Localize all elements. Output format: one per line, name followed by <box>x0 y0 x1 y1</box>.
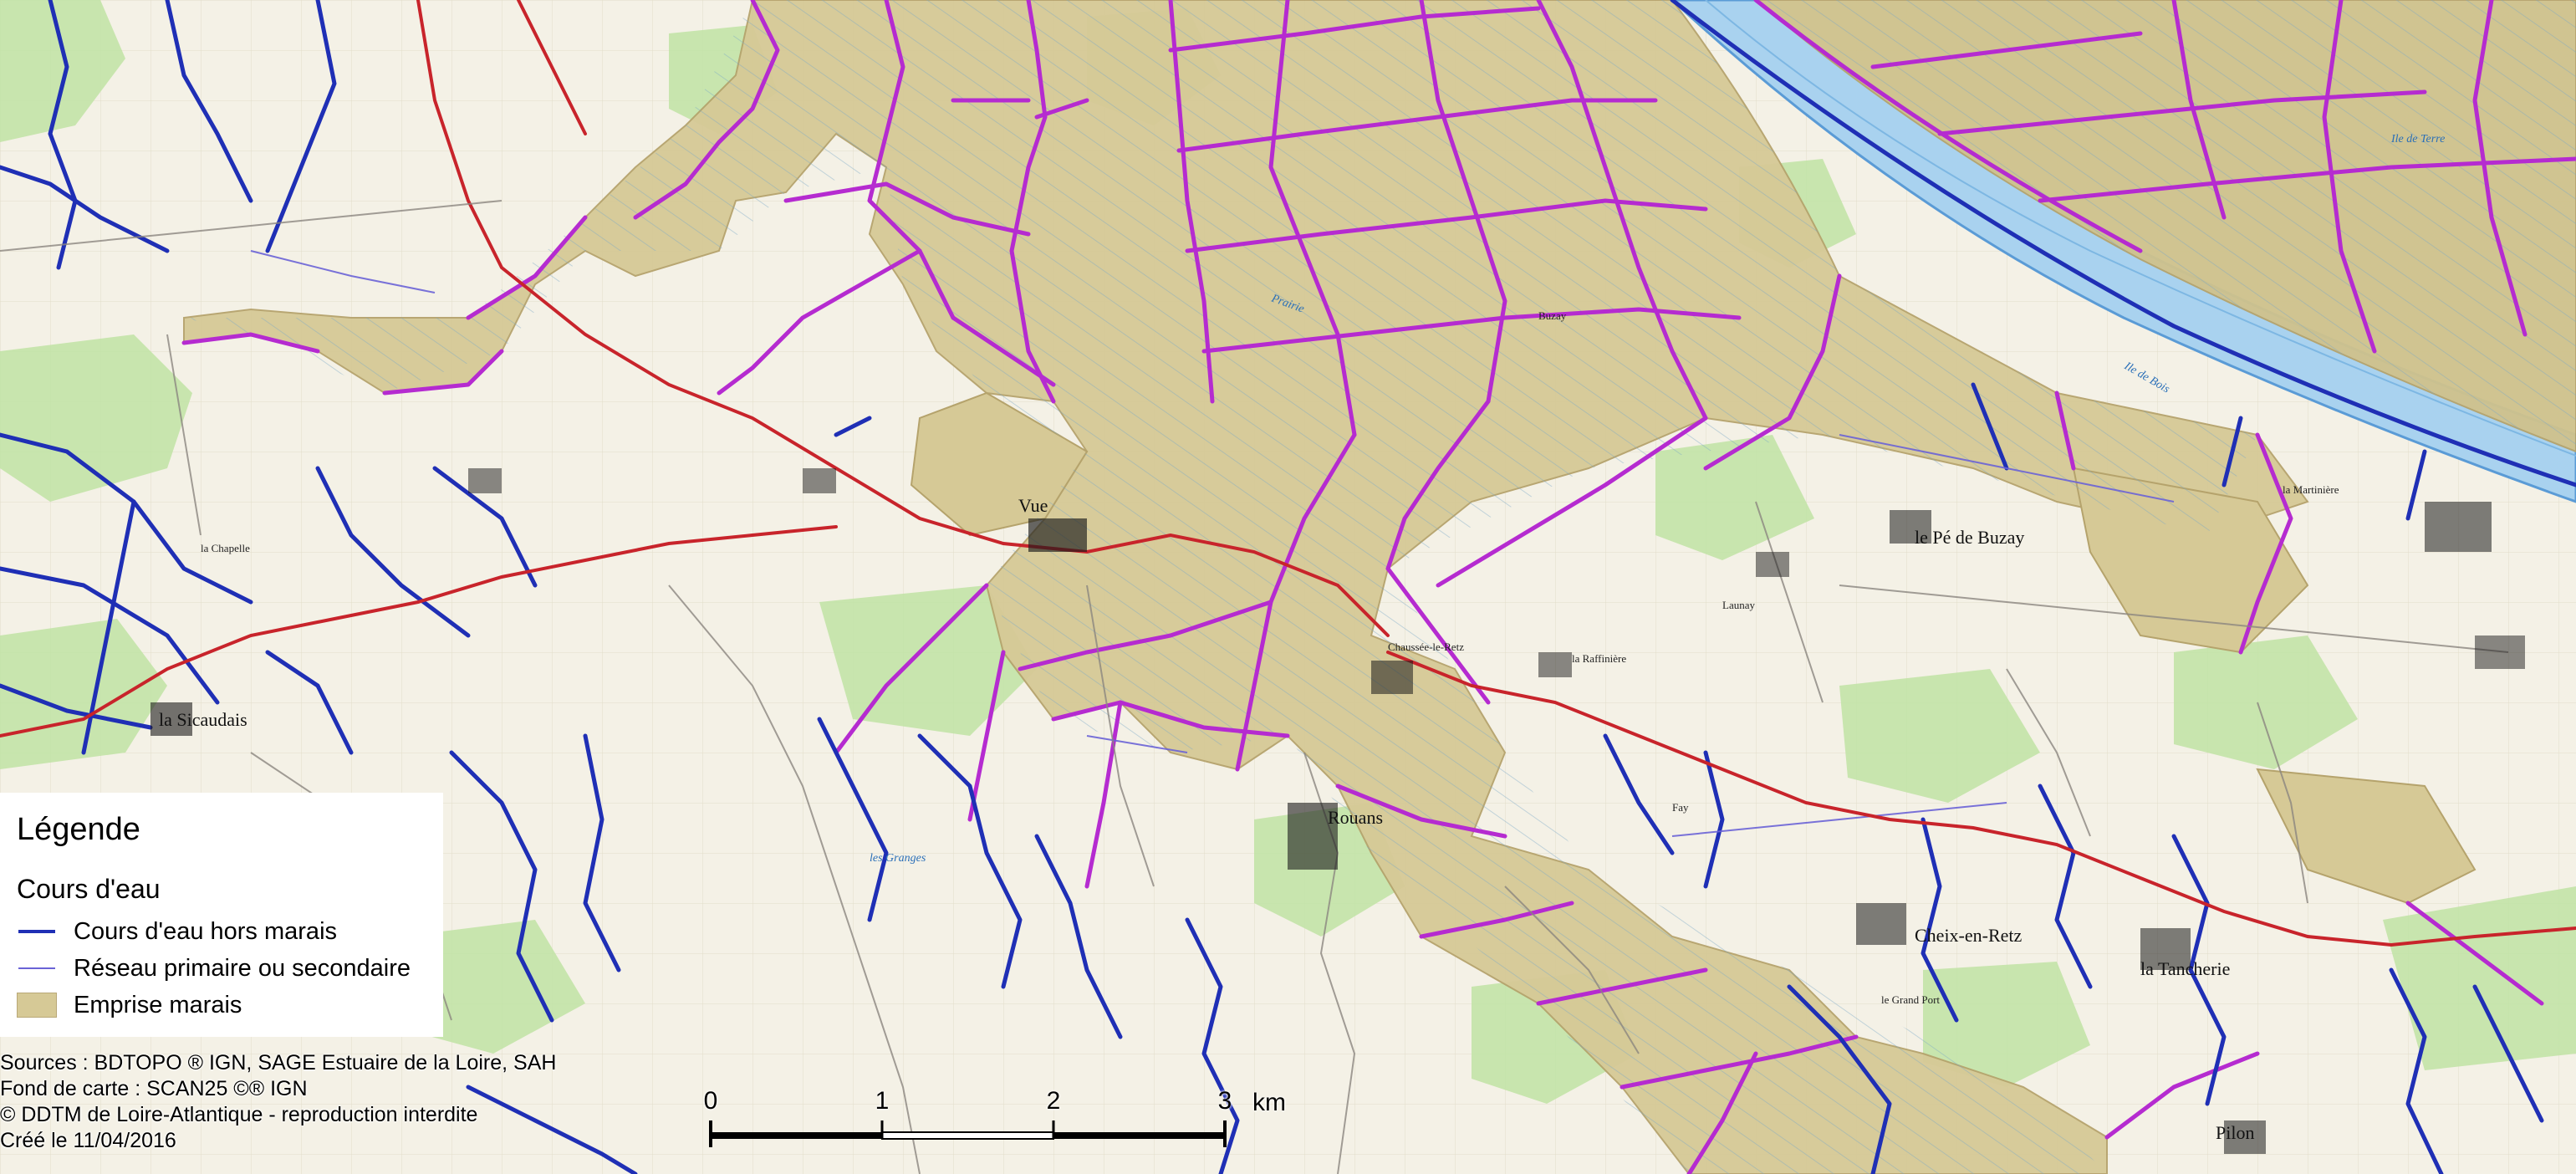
legend-label: Cours d'eau hors marais <box>74 917 338 945</box>
label-les-granges: les Granges <box>870 852 926 865</box>
legend-swatch-network <box>17 956 57 981</box>
label-cheix-en-retz: Cheix-en-Retz <box>1915 925 2023 946</box>
credits-created: Créé le 11/04/2016 <box>0 1129 176 1152</box>
label-vue: Vue <box>1018 495 1048 516</box>
map-legend: Légende Cours d'eau Cours d'eau hors mar… <box>0 793 443 1037</box>
credits-copyright: © DDTM de Loire-Atlantique - reproductio… <box>0 1103 478 1126</box>
label-fay: Fay <box>1672 801 1689 814</box>
scale-unit: km <box>1252 1089 1286 1116</box>
label-la-chapelle: la Chapelle <box>201 542 250 554</box>
label-le-grand-port: le Grand Port <box>1881 993 1940 1006</box>
label-launay: Launay <box>1722 599 1755 611</box>
scale-segment <box>881 1131 1054 1140</box>
legend-label: Réseau primaire ou secondaire <box>74 954 411 982</box>
label-la-sicaudais: la Sicaudais <box>159 709 247 730</box>
label-la-martiniere: la Martinière <box>2283 483 2339 496</box>
scale-segment <box>711 1132 882 1139</box>
scale-tick-label: 1 <box>875 1087 890 1115</box>
minor-roads <box>0 200 2509 1174</box>
label-la-raffiniere: la Raffinière <box>1572 652 1626 665</box>
label-pilon: Pilon <box>2216 1122 2254 1143</box>
legend-group-title: Cours d'eau <box>17 874 161 904</box>
scale-tick-label: 0 <box>703 1087 718 1115</box>
secondary-water-lines <box>250 250 2175 837</box>
legend-item-primary-secondary-network: Réseau primaire ou secondaire <box>17 950 443 987</box>
scale-segment <box>1053 1132 1225 1139</box>
label-buzay: Buzay <box>1538 309 1567 322</box>
label-ile-de-terre: Ile de Terre <box>2390 133 2445 145</box>
label-chaussee-le-retz: Chaussée-le-Retz <box>1388 641 1464 653</box>
credits-sources: Sources : BDTOPO ® IGN, SAGE Estuaire de… <box>0 1051 557 1074</box>
scale-tick-label: 2 <box>1046 1087 1061 1115</box>
legend-item-marsh-area: Emprise marais <box>17 987 443 1023</box>
map-credits: Sources : BDTOPO ® IGN, SAGE Estuaire de… <box>0 1050 602 1154</box>
label-la-tancherie: la Tancherie <box>2140 958 2230 979</box>
legend-label: Emprise marais <box>74 991 242 1018</box>
credits-basemap: Fond de carte : SCAN25 ©® IGN <box>0 1077 308 1100</box>
scale-bar-graphic <box>709 1120 1227 1147</box>
scale-tick-label: 3 <box>1217 1087 1232 1115</box>
label-le-pe-de-buzay: le Pé de Buzay <box>1915 527 2024 548</box>
legend-item-streams-outside-marsh: Cours d'eau hors marais <box>17 913 443 950</box>
legend-title: Légende <box>17 812 140 847</box>
label-rouans: Rouans <box>1328 807 1383 828</box>
scale-bar: 0 1 2 3 km <box>694 1087 1296 1162</box>
legend-swatch-marsh <box>17 993 57 1018</box>
legend-swatch-stream <box>17 919 57 944</box>
settlements <box>150 468 2525 1154</box>
